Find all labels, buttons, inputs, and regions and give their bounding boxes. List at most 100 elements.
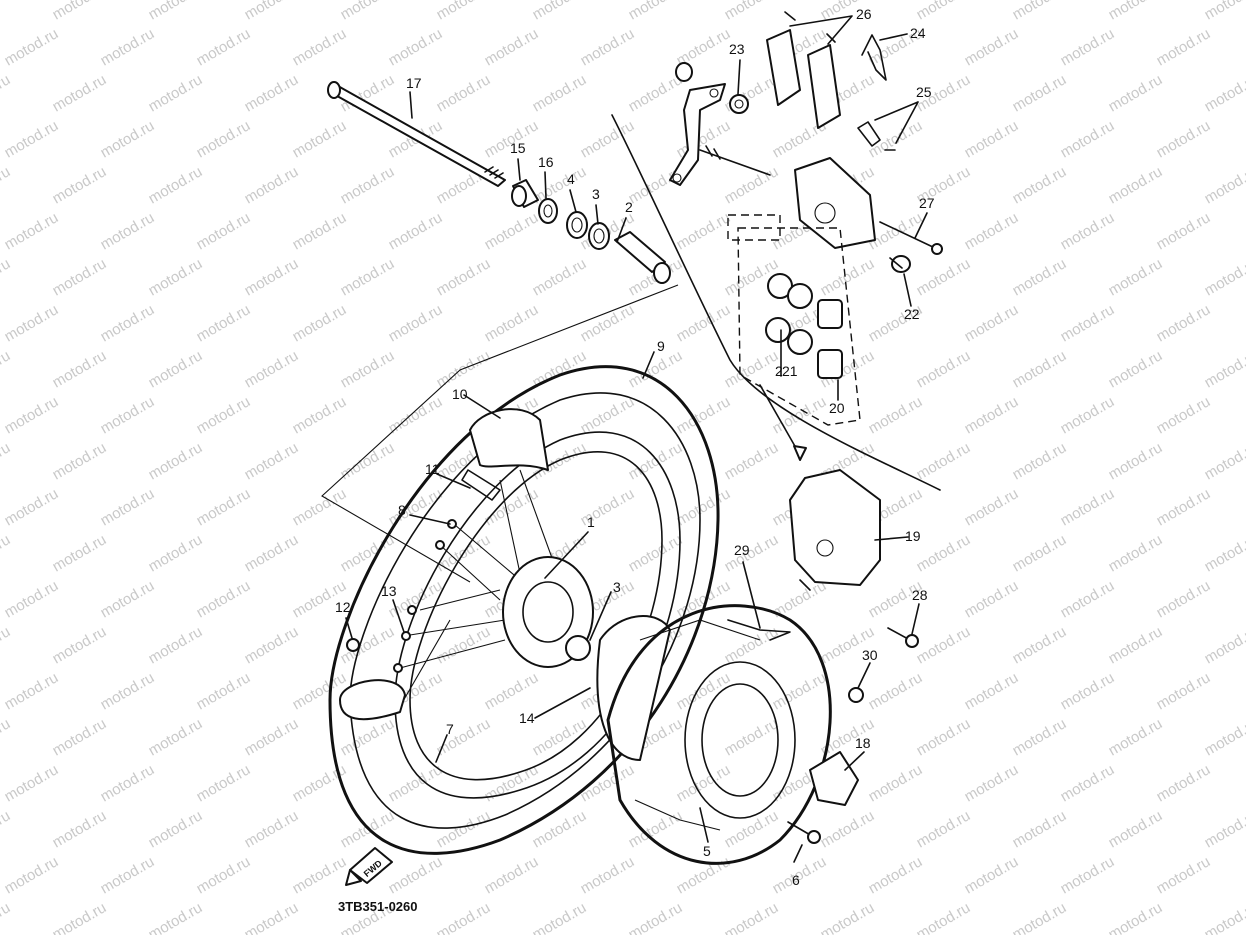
watermark-text: motod.ru (146, 807, 206, 851)
leader-lines (321, 15, 928, 863)
watermark-text: motod.ru (50, 0, 110, 23)
watermark-text: motod.ru (866, 853, 926, 897)
watermark-text: motod.ru (1106, 531, 1166, 575)
callout-22: 22 (904, 306, 920, 322)
watermark-text: motod.ru (818, 899, 878, 935)
callout-27: 27 (919, 195, 935, 211)
watermark-text: motod.ru (1010, 715, 1070, 759)
watermark-text: motod.ru (1106, 347, 1166, 391)
watermark-text: motod.ru (1202, 715, 1246, 759)
callout-29: 29 (734, 542, 750, 558)
watermark-text: motod.ru (962, 209, 1022, 253)
front-axle-part (327, 81, 506, 187)
watermark-text: motod.ru (146, 531, 206, 575)
watermark-text: motod.ru (1010, 899, 1070, 935)
watermark-text: motod.ru (1106, 439, 1166, 483)
watermark-text: motod.ru (1202, 439, 1246, 483)
watermark-text: motod.ru (866, 117, 926, 161)
watermark-text: motod.ru (290, 853, 350, 897)
watermark-text: motod.ru (962, 669, 1022, 713)
watermark-text: motod.ru (914, 531, 974, 575)
watermark-text: motod.ru (242, 255, 302, 299)
watermark-text: motod.ru (578, 301, 638, 345)
bleed-screw-part (879, 221, 943, 255)
watermark-text: motod.ru (50, 623, 110, 667)
watermark-text: motod.ru (1058, 117, 1118, 161)
watermark-text: motod.ru (1058, 669, 1118, 713)
watermark-text: motod.ru (1154, 761, 1214, 805)
watermark-text: motod.ru (0, 899, 13, 935)
watermark-text: motod.ru (1058, 209, 1118, 253)
watermark-text: motod.ru (914, 623, 974, 667)
watermark-text: motod.ru (914, 347, 974, 391)
watermark-text: motod.ru (0, 715, 13, 759)
watermark-text: motod.ru (194, 25, 254, 69)
watermark-text: motod.ru (290, 25, 350, 69)
watermark-text: motod.ru (2, 301, 62, 345)
watermark-text: motod.ru (242, 807, 302, 851)
watermark-text: motod.ru (962, 853, 1022, 897)
watermark-text: motod.ru (194, 853, 254, 897)
watermark-text: motod.ru (530, 255, 590, 299)
watermark-text: motod.ru (866, 393, 926, 437)
callout-20: 20 (829, 400, 845, 416)
watermark-text: motod.ru (50, 531, 110, 575)
watermark-text: motod.ru (1010, 623, 1070, 667)
watermark-text: motod.ru (2, 393, 62, 437)
watermark-text: motod.ru (194, 485, 254, 529)
watermark-text: motod.ru (338, 0, 398, 23)
brake-disc-part (606, 604, 832, 865)
callout-8: 8 (398, 502, 406, 518)
watermark-text: motod.ru (674, 393, 734, 437)
watermark-text: motod.ru (434, 347, 494, 391)
watermark-text: motod.ru (0, 0, 13, 23)
caliper-bracket-part (669, 62, 726, 186)
watermark-text: motod.ru (434, 715, 494, 759)
watermark-text: motod.ru (242, 0, 302, 23)
watermark-text: motod.ru (626, 807, 686, 851)
callout-23: 23 (729, 41, 745, 57)
watermark-text: motod.ru (50, 71, 110, 115)
watermark-text: motod.ru (338, 439, 398, 483)
watermark-text: motod.ru (194, 577, 254, 621)
watermark-text: motod.ru (194, 301, 254, 345)
watermark-text: motod.ru (962, 117, 1022, 161)
watermark-text: motod.ru (1154, 393, 1214, 437)
watermark-text: motod.ru (482, 301, 542, 345)
watermark-text: motod.ru (1202, 899, 1246, 935)
watermark-text: motod.ru (1010, 531, 1070, 575)
watermark-text: motod.ru (1058, 761, 1118, 805)
callout-16: 16 (538, 154, 554, 170)
watermark-text: motod.ru (914, 439, 974, 483)
watermark-text: motod.ru (2, 761, 62, 805)
watermark-text: motod.ru (1202, 623, 1246, 667)
watermark-text: motod.ru (98, 485, 158, 529)
watermark-text: motod.ru (98, 853, 158, 897)
assembly-boundary-line (611, 114, 941, 491)
watermark-text: motod.ru (0, 71, 13, 115)
spacer-flange-part (614, 231, 671, 284)
watermark-text: motod.ru (1202, 0, 1246, 23)
watermark-text: motod.ru (962, 485, 1022, 529)
watermark-text: motod.ru (1010, 439, 1070, 483)
rim-part (394, 431, 681, 799)
brake-pad-part (766, 11, 841, 129)
callout-28: 28 (912, 587, 928, 603)
watermark-text: motod.ru (1202, 347, 1246, 391)
watermark-text: motod.ru (914, 899, 974, 935)
caliper-body-part (699, 145, 876, 249)
watermark-text: motod.ru (194, 393, 254, 437)
watermark-text: motod.ru (722, 439, 782, 483)
hub-part (502, 556, 594, 668)
watermark-text: motod.ru (818, 807, 878, 851)
watermark-text: motod.ru (674, 301, 734, 345)
watermark-text: motod.ru (722, 163, 782, 207)
watermark-text: motod.ru (338, 255, 398, 299)
watermark-text: motod.ru (242, 347, 302, 391)
watermark-text: motod.ru (242, 439, 302, 483)
forward-direction-arrow: FWD (345, 847, 393, 886)
watermark-text: motod.ru (0, 531, 13, 575)
watermark-text: motod.ru (194, 761, 254, 805)
watermark-text: motod.ru (2, 25, 62, 69)
callout-30: 30 (862, 647, 878, 663)
